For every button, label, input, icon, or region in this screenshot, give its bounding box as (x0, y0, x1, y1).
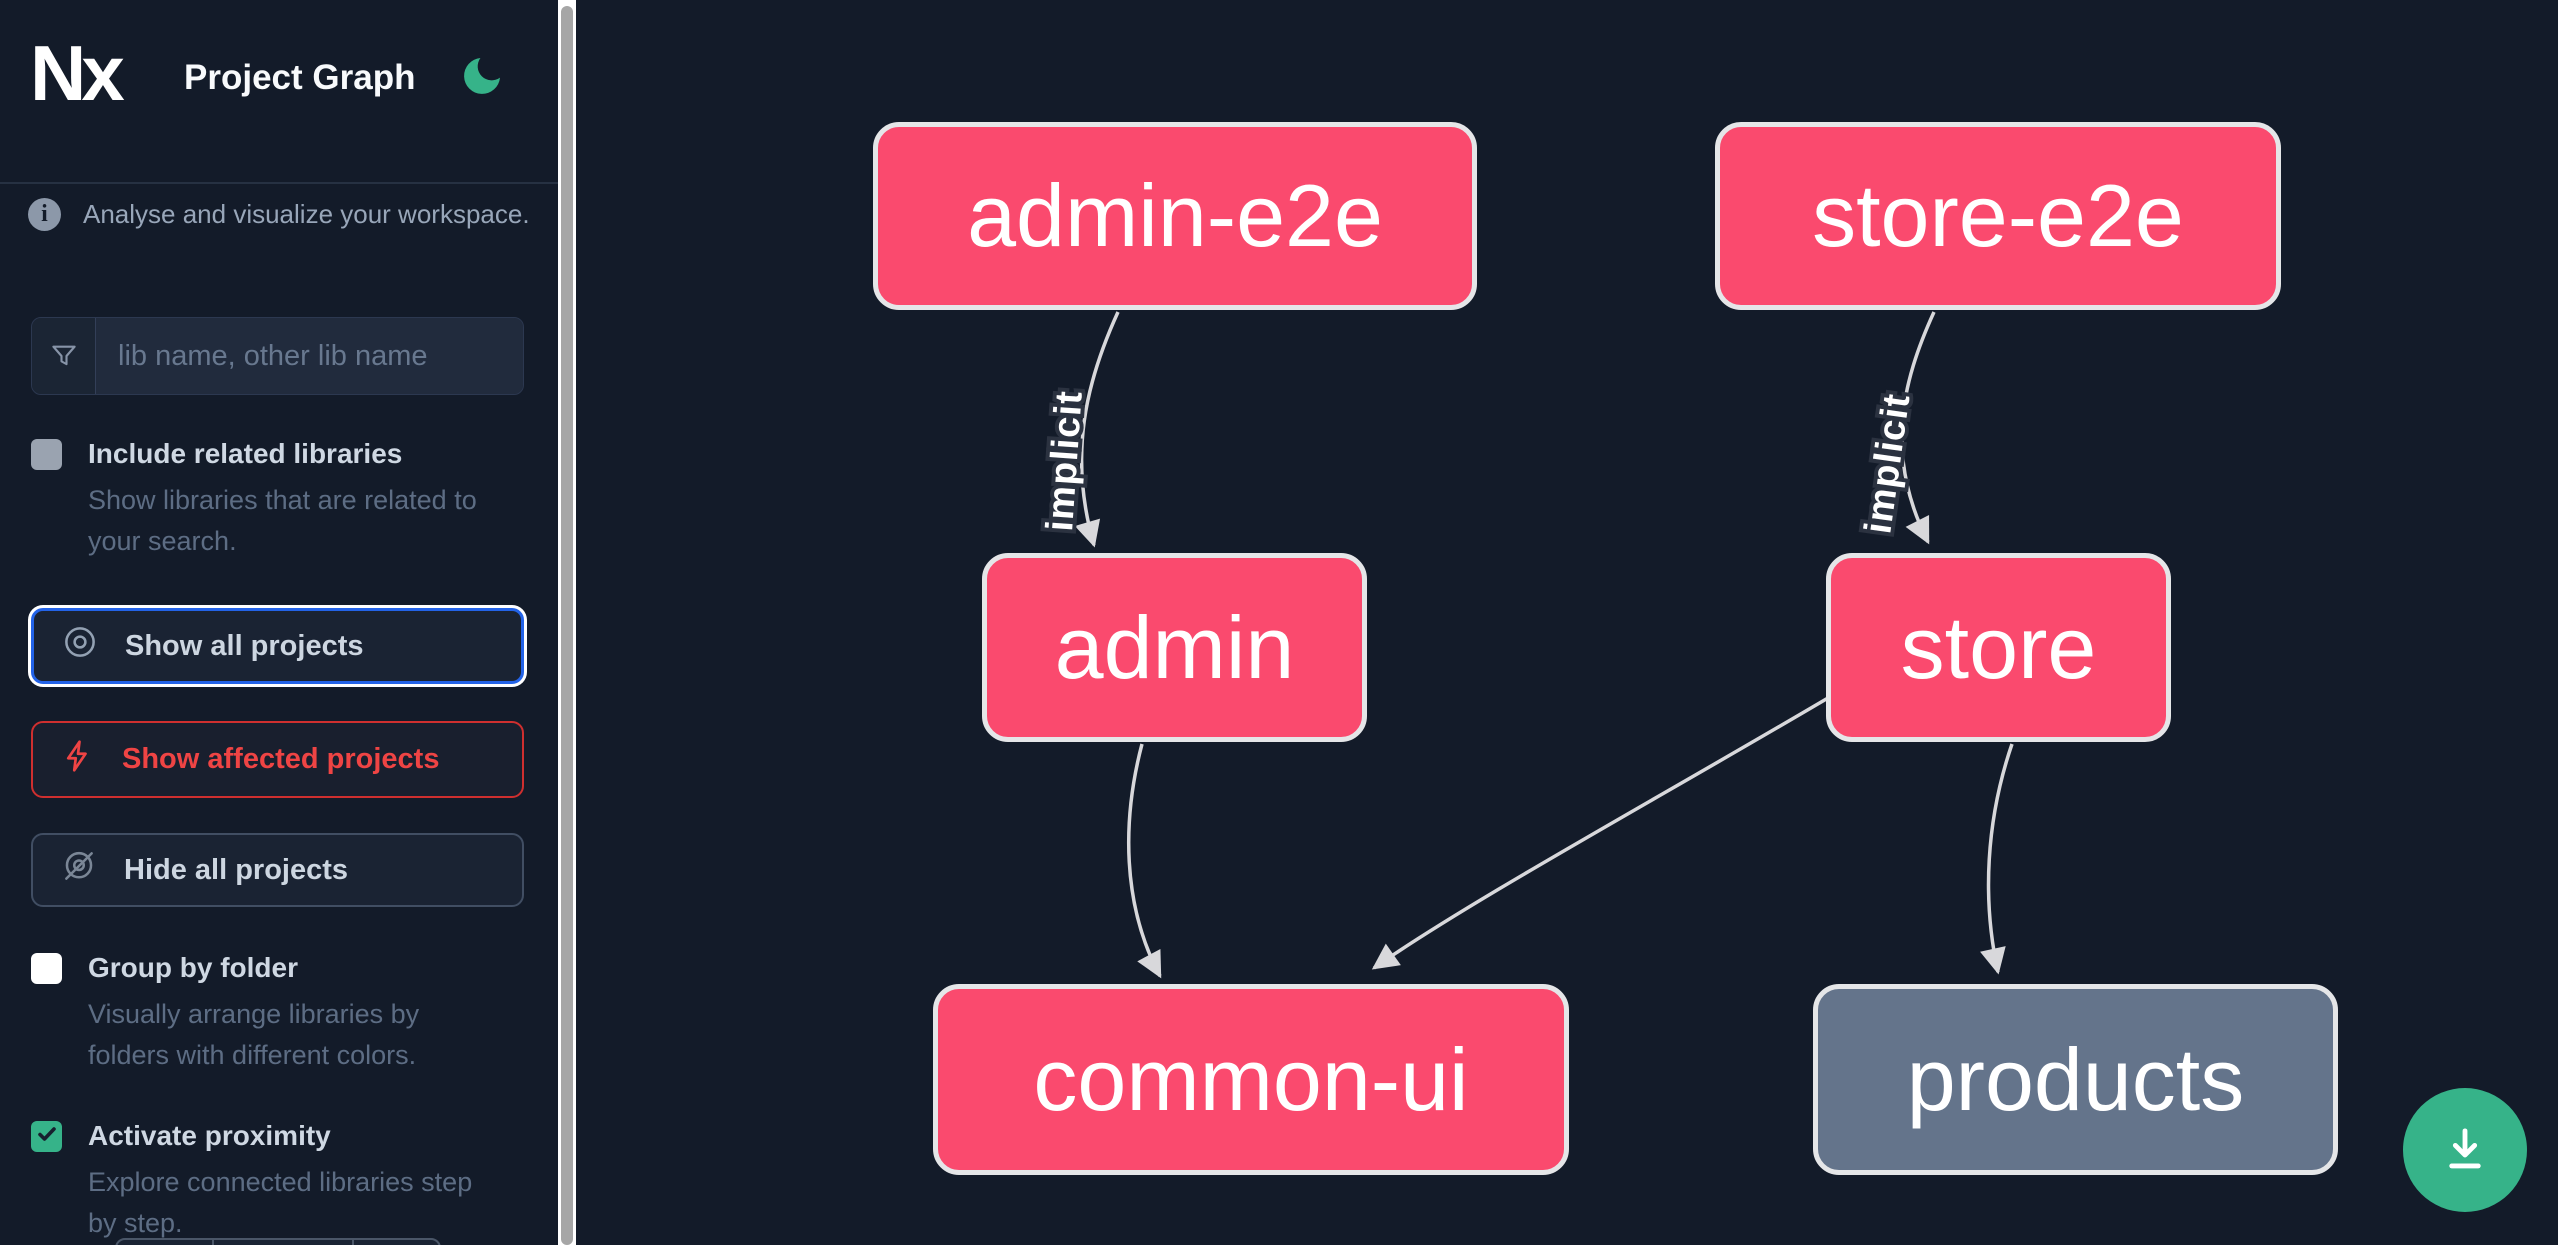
page-title: Project Graph (184, 58, 416, 97)
check-icon (35, 1122, 59, 1151)
moon-icon (458, 58, 506, 103)
activate-proximity-checkbox[interactable] (31, 1121, 62, 1152)
toggle-description: Visually arrange libraries by folders wi… (88, 999, 420, 1070)
edge-store-common-ui[interactable] (1371, 696, 1829, 970)
graph-node-admin-e2e[interactable]: admin-e2e (873, 122, 1477, 310)
funnel-icon (32, 318, 96, 394)
graph-node-products[interactable]: products (1813, 984, 2338, 1175)
toggle-description: Show libraries that are related to your … (88, 485, 477, 556)
tagline-text: Analyse and visualize your workspace. (83, 199, 530, 229)
sidebar: Nx Project Graph i Analyse and visualize… (0, 0, 558, 1245)
proximity-depth-control[interactable] (115, 1238, 441, 1245)
edge-admin-e2e-admin[interactable] (1074, 311, 1120, 548)
graph-node-store[interactable]: store (1826, 553, 2171, 742)
edge-admin-common-ui[interactable] (1126, 743, 1162, 979)
search-input[interactable] (96, 318, 523, 394)
eye-slash-icon (60, 847, 98, 893)
graph-node-store-e2e[interactable]: store-e2e (1715, 122, 2281, 310)
toggle-label: Include related libraries (88, 438, 403, 469)
toggle-label: Activate proximity (88, 1120, 331, 1151)
include-related-checkbox[interactable] (31, 439, 62, 470)
theme-toggle-button[interactable] (458, 52, 506, 100)
toggle-label: Group by folder (88, 952, 298, 983)
tagline-row: i Analyse and visualize your workspace. (28, 198, 533, 231)
proximity-increment-segment[interactable] (352, 1240, 439, 1245)
edge-label-implicit: implicit (1857, 391, 1918, 537)
graph-node-common-ui[interactable]: common-ui (933, 984, 1569, 1175)
toggle-description: Explore connected libraries step by step… (88, 1167, 473, 1238)
download-image-button[interactable] (2403, 1088, 2527, 1212)
graph-node-admin[interactable]: admin (982, 553, 1367, 742)
edge-store-e2e-store[interactable] (1900, 311, 1936, 545)
hide-all-projects-button[interactable]: Hide all projects (31, 833, 524, 907)
show-all-projects-button[interactable]: Show all projects (31, 608, 524, 684)
toggle-group-by-folder: Group by folder Visually arrange librari… (31, 951, 501, 1076)
eye-icon (61, 623, 99, 669)
button-label: Show affected projects (122, 743, 440, 775)
button-label: Show all projects (125, 629, 364, 662)
edge-label-implicit: implicit (1039, 389, 1091, 533)
download-icon (2436, 1120, 2494, 1181)
toggle-include-related: Include related libraries Show libraries… (31, 437, 501, 562)
edge-store-products[interactable] (1980, 743, 2014, 975)
nx-logo: Nx (30, 29, 125, 117)
proximity-decrement-segment[interactable] (117, 1240, 212, 1245)
filter-search-box (31, 317, 524, 395)
sidebar-scrollbar-thumb[interactable] (561, 6, 573, 1245)
header-divider (0, 182, 558, 184)
bolt-icon (60, 738, 96, 782)
button-label: Hide all projects (124, 853, 349, 886)
show-affected-projects-button[interactable]: Show affected projects (31, 721, 524, 798)
toggle-activate-proximity: Activate proximity Explore connected lib… (31, 1119, 501, 1244)
group-by-folder-checkbox[interactable] (31, 953, 62, 984)
proximity-value-segment (212, 1240, 352, 1245)
info-icon: i (28, 198, 61, 231)
